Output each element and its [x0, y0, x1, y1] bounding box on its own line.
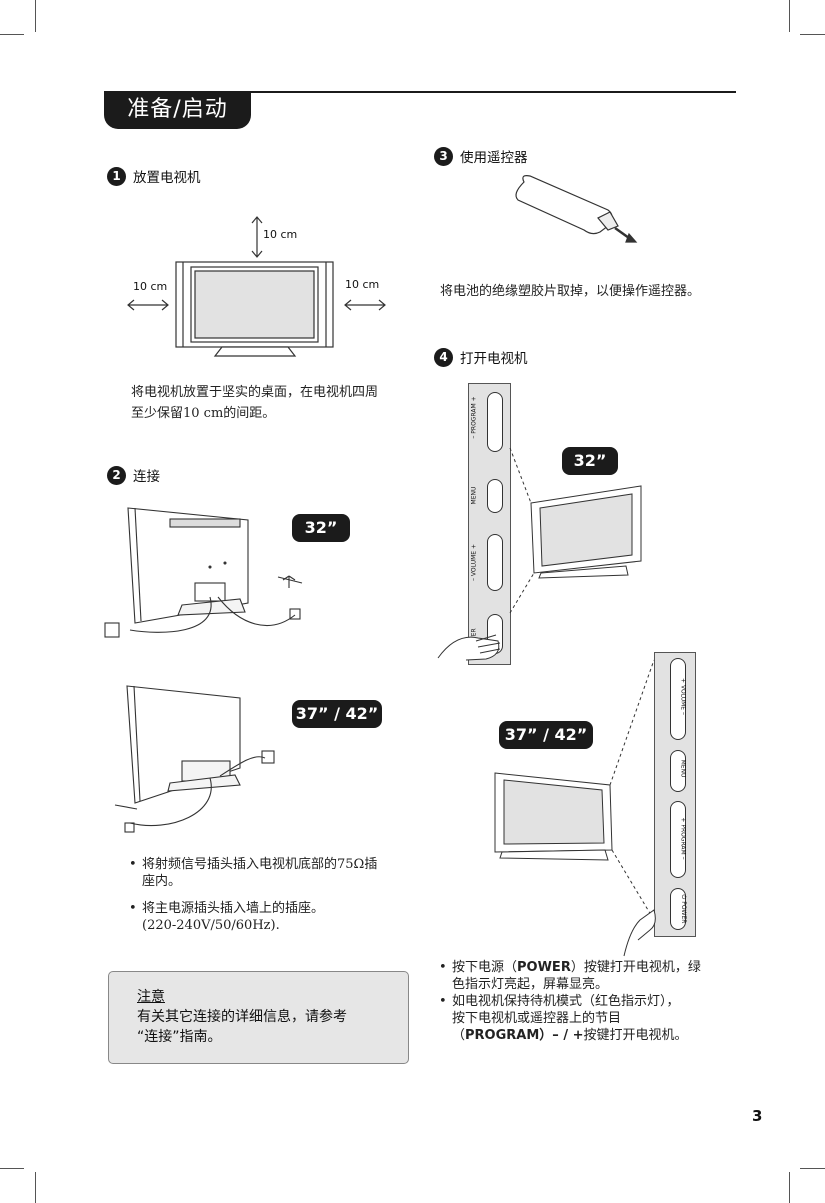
- power-button-2[interactable]: [670, 888, 686, 930]
- program-button[interactable]: [487, 392, 503, 452]
- program-key-suffix: ）– / +: [539, 1028, 584, 1043]
- menu-button[interactable]: [487, 479, 503, 513]
- tv-32-side-control-panel: – PROGRAM + MENU – VOLUME + POWER: [468, 383, 511, 665]
- step4-bullet2: • 如电视机保持待机模式（红色指示灯）， 按下电视机或遥控器上的节目 （PROG…: [439, 994, 688, 1044]
- step4-badge-32: 32”: [562, 447, 618, 475]
- step3-title: 使用遥控器: [460, 150, 528, 166]
- step4-bullet1-line1: 按下电源（POWER）按键打开电视机，绿: [452, 959, 701, 976]
- step2-bullet2-line2: (220-240V/50/60Hz).: [142, 918, 280, 933]
- crop-mark: [35, 1172, 36, 1203]
- tv-3742-side-control-panel: + VOLUME – MENU + PROGRAM – ⏻ POWER: [654, 652, 696, 937]
- step3-number: 3: [434, 146, 453, 166]
- step4-bullet2-post3: 按键打开电视机。: [583, 1028, 688, 1043]
- step2-badge-32: 32”: [292, 514, 350, 542]
- step2-number: 2: [107, 465, 126, 485]
- step2-bullet1-line1: 将射频信号插头插入电视机底部的75Ω插: [142, 857, 378, 872]
- step4-badge-3742: 37” / 42”: [499, 721, 593, 749]
- step3-heading: 3 使用遥控器: [434, 146, 528, 166]
- step4-bullet2-pre3: （: [452, 1028, 466, 1043]
- crop-mark: [800, 34, 825, 35]
- tv-placement-illustration: [127, 216, 386, 357]
- step4-bullet1-post: ）按键打开电视机，绿: [570, 960, 701, 975]
- note-heading: 注意: [137, 989, 165, 1005]
- program-label-2: + PROGRAM –: [679, 817, 687, 860]
- step1-text-line2: 至少保留10 cm的间距。: [131, 406, 276, 421]
- step2-heading: 2 连接: [107, 465, 160, 485]
- tv-3742-rear-connection-illustration: [114, 685, 275, 833]
- step1-text: 将电视机放置于坚实的桌面，在电视机四周 至少保留10 cm的间距。: [131, 382, 378, 424]
- step1-number: 1: [107, 166, 126, 186]
- step4-bullet2-line3: （PROGRAM）– / +按键打开电视机。: [452, 1027, 688, 1044]
- crop-mark: [35, 0, 36, 32]
- menu-label-2: MENU: [679, 759, 687, 778]
- dim-left-label: 10 cm: [133, 280, 168, 293]
- note-line1: 有关其它连接的详细信息，请参考: [137, 1009, 347, 1025]
- note-line2: “连接”指南。: [137, 1029, 222, 1045]
- step2-badge-3742: 37” / 42”: [292, 700, 382, 728]
- step1-text-line1: 将电视机放置于坚实的桌面，在电视机四周: [131, 385, 379, 400]
- step4-bullet1: • 按下电源（POWER）按键打开电视机，绿 色指示灯亮起，屏幕显亮。: [439, 959, 701, 992]
- step4-bullet1-pre: 按下电源（: [452, 960, 518, 975]
- crop-mark: [789, 0, 790, 32]
- step2-bullet2-line1: 将主电源插头插入墙上的插座。: [142, 901, 325, 916]
- step2-bullet1: • 将射频信号插头插入电视机底部的75Ω插 座内。: [129, 857, 378, 889]
- program-button-2[interactable]: [670, 801, 686, 878]
- power-key-label: POWER: [517, 960, 571, 975]
- step2-bullet1-line2: 座内。: [142, 874, 182, 889]
- volume-label-2: + VOLUME –: [679, 678, 687, 715]
- step2-title: 连接: [133, 469, 160, 485]
- crop-mark: [800, 1168, 825, 1169]
- step1-heading: 1 放置电视机: [107, 166, 201, 186]
- crop-mark: [789, 1172, 790, 1203]
- step4-bullet2-line1: 如电视机保持待机模式（红色指示灯），: [452, 994, 680, 1009]
- step4-number: 4: [434, 347, 453, 367]
- remote-control-illustration: [515, 175, 638, 243]
- title-rule: [104, 91, 736, 93]
- step4-bullet1-line2: 色指示灯亮起，屏幕显亮。: [452, 977, 609, 992]
- tv-32-rear-connection-illustration: [104, 507, 303, 638]
- step1-title: 放置电视机: [133, 170, 201, 186]
- program-key-label: PROGRAM: [465, 1028, 540, 1043]
- step4-bullet2-line2: 按下电视机或遥控器上的节目: [452, 1011, 622, 1026]
- crop-mark: [0, 1168, 24, 1169]
- volume-button-2[interactable]: [670, 658, 686, 740]
- power-label-2: ⏻ POWER: [680, 894, 687, 924]
- dim-right-label: 10 cm: [345, 278, 380, 291]
- dim-top-label: 10 cm: [263, 228, 298, 241]
- page-number: 3: [752, 1107, 763, 1125]
- step2-bullet2: • 将主电源插头插入墙上的插座。 (220-240V/50/60Hz).: [129, 901, 325, 933]
- step4-title: 打开电视机: [460, 351, 528, 367]
- step3-text: 将电池的绝缘塑胶片取掉，以便操作遥控器。: [440, 284, 701, 299]
- crop-mark: [0, 34, 24, 35]
- tv-3742-front-illustration: [494, 659, 656, 957]
- tv-32-front-illustration: [437, 447, 642, 661]
- menu-button-2[interactable]: [670, 750, 686, 792]
- note-box: 注意 有关其它连接的详细信息，请参考 “连接”指南。: [108, 971, 409, 1064]
- volume-button[interactable]: [487, 534, 503, 591]
- section-title: 准备/启动: [104, 91, 251, 129]
- step4-heading: 4 打开电视机: [434, 347, 528, 367]
